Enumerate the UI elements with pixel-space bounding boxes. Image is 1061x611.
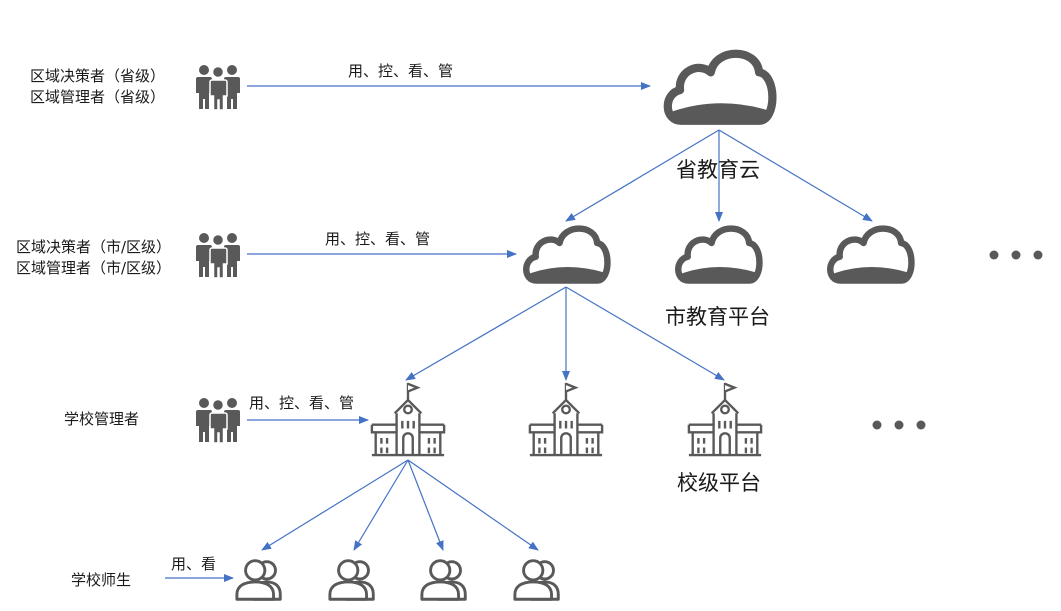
arrow-city-school3 [565, 286, 725, 381]
school-building-icon [370, 381, 446, 457]
users-icon [513, 559, 560, 601]
school-building-icon [528, 381, 604, 457]
arrow-school-user2 [353, 459, 409, 551]
group-icon [196, 64, 240, 110]
arrow-school-user4 [407, 459, 539, 551]
cloud-icon [678, 229, 759, 282]
ellipsis-icon [989, 250, 1043, 260]
cloud-icon [668, 54, 773, 122]
users-icon [235, 559, 282, 601]
group-icon [196, 232, 240, 278]
school-platform-label: 校级平台 [677, 471, 761, 495]
school-admin-label: 学校管理者 [64, 410, 140, 428]
cloud-icon [830, 229, 911, 282]
province-decision-maker-label: 区域决策者（省级） [30, 67, 166, 85]
arrow-city-school1 [405, 286, 567, 381]
users-icon [328, 559, 375, 601]
ellipsis-icon [872, 420, 926, 430]
users-icon [420, 559, 467, 601]
teachers-action-label: 用、看 [171, 555, 217, 573]
city-platform-label: 市教育平台 [665, 305, 770, 329]
city-action-label: 用、控、看、管 [325, 230, 431, 248]
group-icon [196, 397, 240, 443]
arrow-cloud-city3 [718, 129, 873, 222]
cloud-icon [526, 229, 607, 282]
school-admin-action-label: 用、控、看、管 [249, 394, 355, 412]
province-cloud-label: 省教育云 [676, 158, 760, 182]
arrow-cloud-city1 [565, 129, 720, 222]
arrow-school-user1 [261, 459, 409, 551]
school-building-icon [687, 381, 763, 457]
city-manager-label: 区域管理者（市/区级） [16, 259, 172, 277]
teachers-students-label: 学校师生 [71, 571, 132, 589]
city-decision-maker-label: 区域决策者（市/区级） [16, 238, 172, 256]
arrow-school-user3 [407, 459, 444, 551]
province-action-label: 用、控、看、管 [348, 62, 454, 80]
province-manager-label: 区域管理者（省级） [30, 88, 166, 106]
